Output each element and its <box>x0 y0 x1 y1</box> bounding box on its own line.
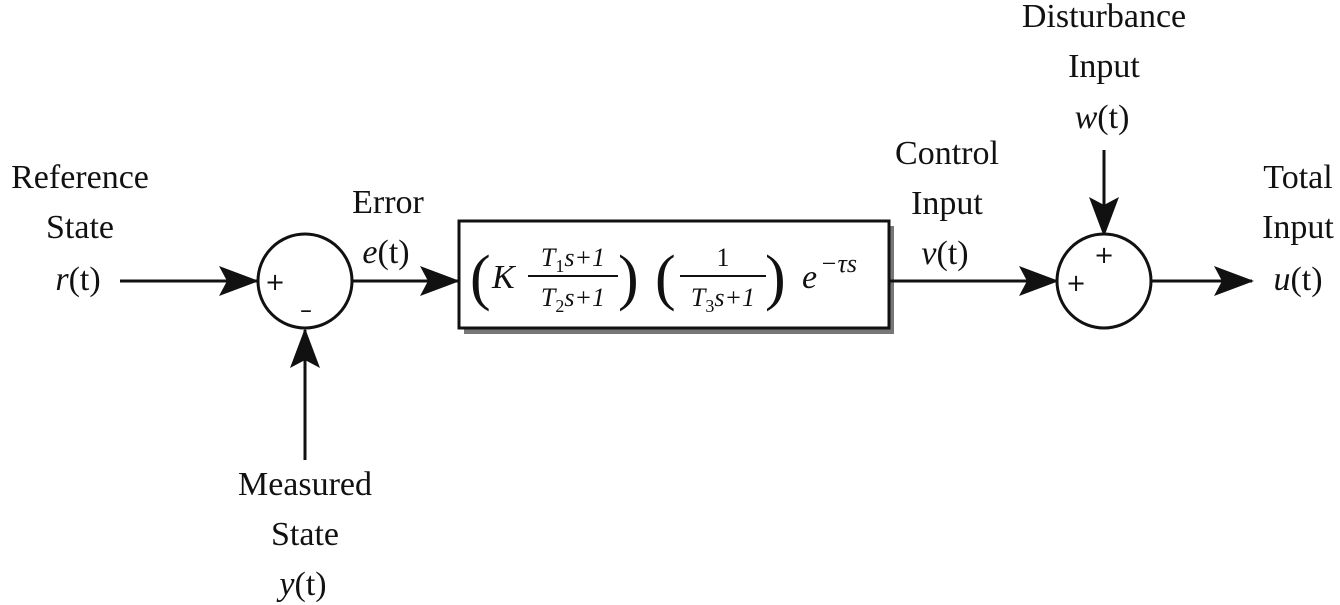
summing-junction-2: + + <box>1055 232 1153 330</box>
sum1-minus-sign: – <box>300 296 312 324</box>
num1-T: T <box>541 243 557 272</box>
total-arg: (t) <box>1290 261 1322 298</box>
disturbance-var: w <box>1075 99 1098 136</box>
den1-T: T <box>541 283 557 312</box>
den1-sub: 2 <box>555 296 564 316</box>
error-signal: e(t) <box>362 234 409 271</box>
gain-K: K <box>491 259 517 296</box>
num1-sub: 1 <box>555 256 564 276</box>
den1-rest: s+1 <box>564 283 605 312</box>
lead-lag-denominator: T2s+1 <box>541 283 605 316</box>
disturbance-input-label: Disturbance Input w(t) <box>1022 0 1186 136</box>
delay-base: e <box>802 259 817 296</box>
disturbance-arg: (t) <box>1097 99 1129 136</box>
control-var: v <box>921 235 937 272</box>
reference-signal: r(t) <box>55 261 100 298</box>
paren-close-2: ) <box>765 244 786 312</box>
total-input-label: Total Input u(t) <box>1262 159 1334 298</box>
delay-exponent: −τs <box>820 249 857 278</box>
control-arg: (t) <box>937 235 969 272</box>
measured-line1: Measured <box>238 466 372 503</box>
paren-open-1: ( <box>470 244 491 312</box>
den2-T: T <box>691 283 707 312</box>
error-var: e <box>362 234 377 271</box>
measured-var: y <box>276 566 295 603</box>
disturbance-line2: Input <box>1068 48 1140 85</box>
controller-block-box <box>457 219 891 330</box>
lag-numerator: 1 <box>717 243 730 272</box>
total-signal: u(t) <box>1273 261 1322 298</box>
measured-arg: (t) <box>295 566 327 603</box>
total-line2: Input <box>1262 209 1334 246</box>
error-line1: Error <box>352 184 424 221</box>
paren-open-2: ( <box>655 244 676 312</box>
reference-var: r <box>55 261 69 298</box>
disturbance-signal: w(t) <box>1075 99 1130 136</box>
sum2-plus-left: + <box>1066 269 1086 297</box>
den2-rest: s+1 <box>714 283 755 312</box>
total-var: u <box>1273 261 1290 298</box>
disturbance-line1: Disturbance <box>1022 0 1186 35</box>
reference-state-label: Reference State r(t) <box>11 159 149 298</box>
summing-junction-1: + – <box>256 232 354 330</box>
error-label: Error e(t) <box>352 184 424 271</box>
sum1-plus-sign: + <box>265 268 285 296</box>
control-signal: v(t) <box>921 235 968 272</box>
reference-line1: Reference <box>11 159 149 196</box>
measured-state-label: Measured State y(t) <box>238 466 372 603</box>
num1-rest: s+1 <box>564 243 605 272</box>
total-line1: Total <box>1263 159 1332 196</box>
sum2-plus-top: + <box>1094 241 1114 269</box>
den2-sub: 3 <box>705 296 714 316</box>
control-input-label: Control Input v(t) <box>895 135 999 272</box>
control-line2: Input <box>911 185 983 222</box>
error-arg: (t) <box>378 234 410 271</box>
measured-signal: y(t) <box>276 566 326 603</box>
lag-denominator: T3s+1 <box>691 283 755 316</box>
lead-lag-numerator: T1s+1 <box>541 243 605 276</box>
reference-line2: State <box>46 209 114 246</box>
paren-close-1: ) <box>618 244 639 312</box>
reference-arg: (t) <box>69 261 101 298</box>
control-line1: Control <box>895 135 999 172</box>
controller-block: ( K T1s+1 T2s+1 ) ( 1 T3s+1 ) e −τs <box>457 219 894 334</box>
measured-line2: State <box>271 516 339 553</box>
